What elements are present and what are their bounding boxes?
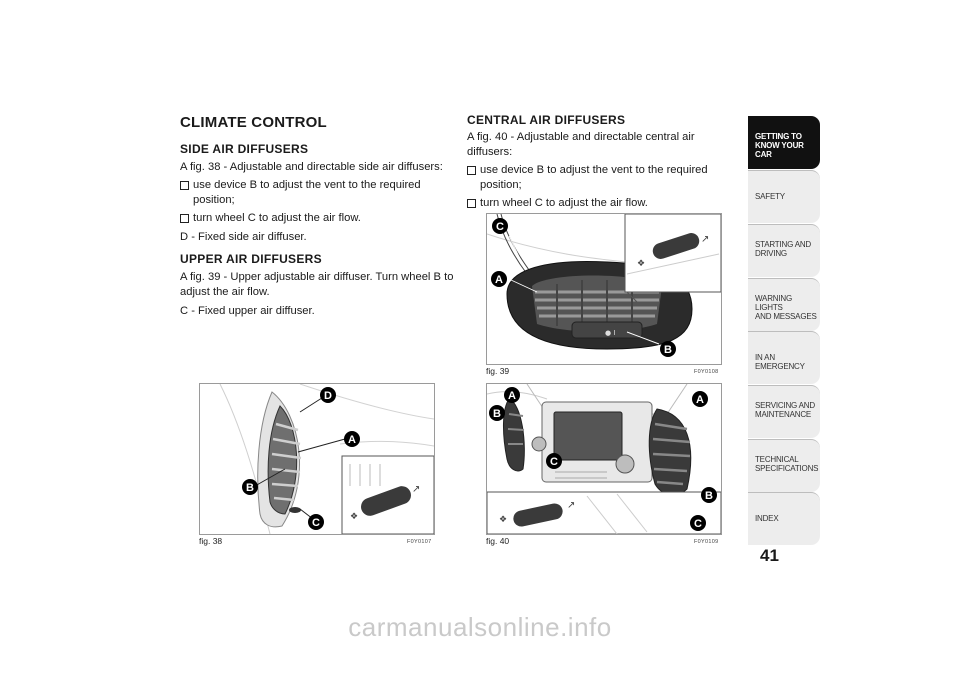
label-b-marker: B [489, 405, 505, 421]
tab-technical-specifications[interactable]: TECHNICAL SPECIFICATIONS [748, 439, 820, 492]
tab-label-line1: IN AN EMERGENCY [755, 353, 805, 371]
side-diffusers-title: SIDE AIR DIFFUSERS [180, 142, 309, 156]
tab-label-line2: MAINTENANCE [755, 410, 812, 419]
tab-label-line1: GETTING TO [755, 132, 802, 141]
fig39-label-a: A [495, 274, 503, 286]
figure-39: ● I ❖ ↗ C A B [486, 213, 722, 365]
side-diffusers-text: A fig. 38 - Adjustable and directable si… [180, 160, 455, 245]
svg-text:❖: ❖ [499, 515, 507, 525]
fig40-label-b-left: B [493, 408, 501, 420]
label-a-marker: A [344, 431, 360, 447]
tab-in-an-emergency[interactable]: IN AN EMERGENCY [748, 331, 820, 384]
fig38-code: F0Y0107 [407, 539, 432, 545]
fig40-label-b-right: B [705, 490, 713, 502]
tab-label-line1: STARTING AND [755, 240, 811, 249]
central-intro: A fig. 40 - Adjustable and directable ce… [467, 131, 695, 158]
tab-label-line1: SERVICING AND [755, 401, 815, 410]
svg-text:↗: ↗ [701, 234, 709, 245]
upper-diffusers-text: A fig. 39 - Upper adjustable air diffuse… [180, 270, 455, 319]
fig39-caption: fig. 39 [486, 366, 510, 376]
svg-text:❖: ❖ [637, 259, 645, 269]
fig40-label-c-right: C [694, 518, 702, 530]
svg-text:❖: ❖ [350, 512, 358, 522]
fig38-caption: fig. 38 [199, 536, 223, 546]
fig40-label-a-right: A [696, 394, 704, 406]
section-title: CLIMATE CONTROL [180, 114, 327, 131]
label-b-marker: B [701, 487, 717, 503]
side-note: D - Fixed side air diffuser. [180, 231, 307, 243]
central-bullet-2: turn wheel C to adjust the air flow. [467, 196, 725, 211]
side-bullet-2: turn wheel C to adjust the air flow. [180, 211, 455, 226]
tab-warning-lights-and-messages[interactable]: WARNING LIGHTS AND MESSAGES [748, 278, 820, 331]
tab-label-line1: SAFETY [755, 192, 785, 201]
central-diffuser-illustration: ❖ ↗ [487, 384, 721, 534]
side-intro: A fig. 38 - Adjustable and directable si… [180, 161, 443, 173]
fig40-code: F0Y0109 [694, 539, 719, 545]
fig39-label-b: B [664, 344, 672, 356]
svg-text:● I: ● I [605, 329, 615, 337]
tab-index[interactable]: INDEX [748, 492, 820, 545]
fig40-label-a-left: A [508, 390, 516, 402]
fig39-label-c: C [496, 221, 504, 233]
side-diffuser-illustration: ❖ ↗ [219, 384, 434, 534]
tab-getting-to-know-your-car[interactable]: GETTING TO KNOW YOUR CAR [748, 116, 820, 169]
tab-label-line1: TECHNICAL [755, 455, 799, 464]
tab-label-line1: WARNING LIGHTS [755, 294, 792, 312]
tab-label-line1: INDEX [755, 514, 779, 523]
tab-label-line2: KNOW YOUR CAR [755, 141, 804, 159]
label-c-marker: C [546, 453, 562, 469]
tab-label-line2: DRIVING [755, 249, 787, 258]
svg-text:↗: ↗ [567, 500, 575, 511]
fig40-caption: fig. 40 [486, 536, 510, 546]
svg-text:↗: ↗ [412, 484, 420, 495]
figure-40: ❖ ↗ A B C A B C [486, 383, 722, 535]
label-a-marker: A [504, 387, 520, 403]
page-number: 41 [760, 546, 779, 565]
tab-safety[interactable]: SAFETY [748, 170, 820, 223]
tab-label-line2: AND MESSAGES [755, 312, 817, 321]
upper-note: C - Fixed upper air diffuser. [180, 305, 315, 317]
figure-38: ❖ ↗ D A B C [199, 383, 435, 535]
watermark: carmanualsonline.info [348, 612, 612, 642]
label-d-marker: D [320, 387, 336, 403]
tab-servicing-and-maintenance[interactable]: SERVICING AND MAINTENANCE [748, 385, 820, 438]
label-b-marker: B [660, 341, 676, 357]
upper-intro: A fig. 39 - Upper adjustable air diffuse… [180, 271, 454, 298]
fig38-label-a: A [348, 434, 356, 446]
central-diffusers-text: A fig. 40 - Adjustable and directable ce… [467, 130, 725, 211]
fig40-label-c-left: C [550, 456, 558, 468]
label-c-marker: C [308, 514, 324, 530]
label-b-marker: B [242, 479, 258, 495]
central-bullet-1: use device B to adjust the vent to the r… [467, 163, 725, 193]
fig38-label-c: C [312, 517, 320, 529]
label-c-marker: C [690, 515, 706, 531]
upper-diffuser-illustration: ● I ❖ ↗ [487, 214, 721, 350]
central-diffusers-title: CENTRAL AIR DIFFUSERS [467, 113, 626, 127]
label-c-marker: C [492, 218, 508, 234]
upper-diffusers-title: UPPER AIR DIFFUSERS [180, 252, 322, 266]
side-bullet-1: use device B to adjust the vent to the r… [180, 178, 455, 208]
label-a-marker: A [692, 391, 708, 407]
fig38-label-d: D [324, 390, 332, 402]
fig39-code: F0Y0108 [694, 369, 719, 375]
fig38-label-b: B [246, 482, 254, 494]
label-a-marker: A [491, 271, 507, 287]
tab-starting-and-driving[interactable]: STARTING AND DRIVING [748, 224, 820, 277]
tab-label-line2: SPECIFICATIONS [755, 464, 819, 473]
